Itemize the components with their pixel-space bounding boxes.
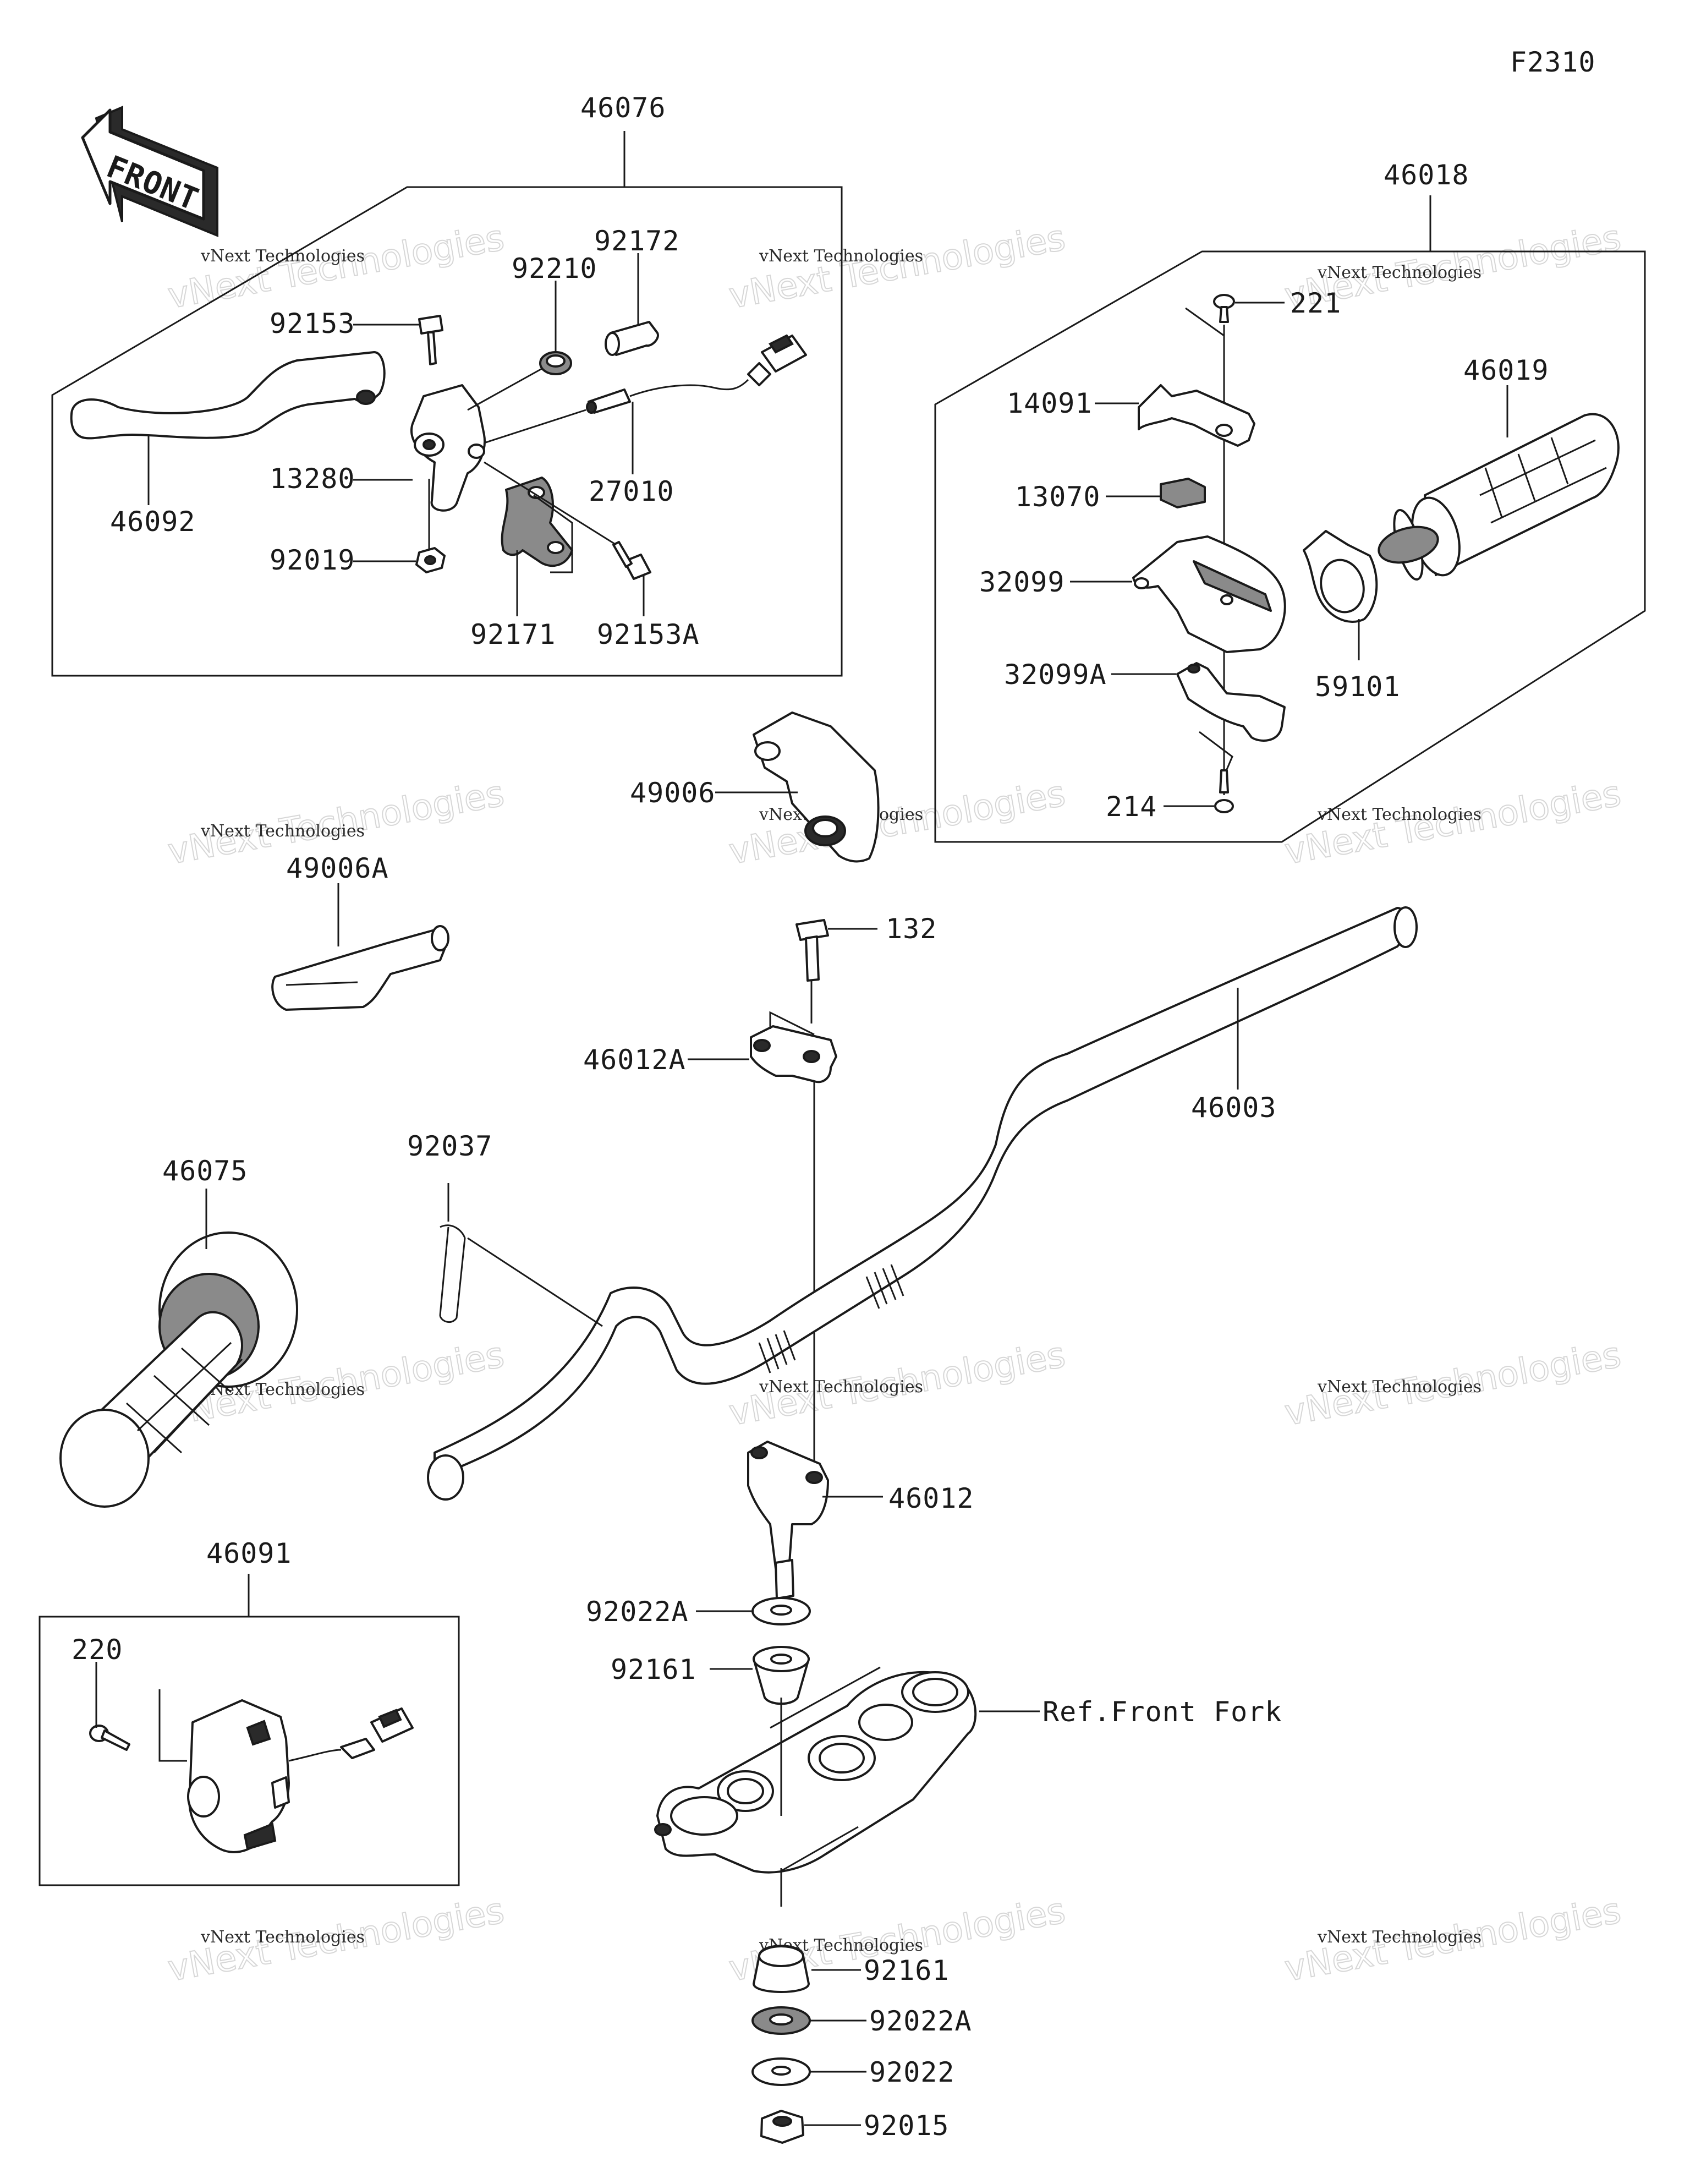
- part-49006A: [271, 925, 449, 1011]
- part-housing-32099A: [1176, 662, 1286, 742]
- part-bolt-132: [795, 919, 829, 982]
- label-32099: 32099: [979, 566, 1065, 598]
- label-92210: 92210: [512, 253, 597, 284]
- part-upper-triple-clamp: [654, 1671, 977, 1874]
- label-13280: 13280: [270, 463, 355, 495]
- part-clamp-92171: [501, 477, 573, 567]
- grip-pattern: [1479, 437, 1607, 524]
- label-49006: 49006: [630, 777, 716, 809]
- label-46076: 46076: [580, 92, 666, 124]
- label-92019: 92019: [270, 544, 355, 576]
- figure-code: F2310: [1510, 46, 1596, 78]
- svg-text:vNext Technologies: vNext Technologies: [759, 1377, 923, 1397]
- label-132: 132: [886, 913, 937, 945]
- part-screw-221: [1213, 294, 1235, 323]
- part-damper-92161: [753, 1646, 810, 1705]
- part-lower-clamp-46012: [747, 1441, 829, 1600]
- part-bolt-92153A: [612, 541, 651, 580]
- label-92153: 92153: [270, 308, 355, 340]
- label-92015: 92015: [864, 2110, 950, 2142]
- part-13070: [1160, 478, 1206, 508]
- part-washer-92022A: [751, 1597, 811, 1625]
- watermark: vNext Technologies vNext Technologies: [164, 1890, 508, 1990]
- part-grip-46019: [1378, 413, 1620, 581]
- watermark: vNext Technologies vNext Technologies: [726, 773, 1069, 873]
- label-49006A: 49006A: [286, 852, 389, 884]
- label-ref-front-fork: Ref.Front Fork: [1042, 1696, 1282, 1728]
- svg-text:vNext Technologies: vNext Technologies: [200, 822, 365, 841]
- part-bolt-92153: [418, 315, 443, 365]
- label-46075: 46075: [162, 1155, 248, 1187]
- label-32099A: 32099A: [1004, 659, 1107, 691]
- watermark: vNext Technologies vNext Technologies: [726, 217, 1069, 317]
- label-92022: 92022: [869, 2056, 955, 2088]
- part-collar-59101: [1303, 530, 1378, 623]
- part-switch-27010: [586, 334, 807, 414]
- part-cover-14091: [1138, 384, 1255, 447]
- label-46092: 46092: [110, 506, 196, 538]
- part-switch-46091: [187, 1699, 414, 1853]
- part-washer-92022A: [751, 2006, 811, 2035]
- label-92161-bottom: 92161: [864, 1955, 950, 1986]
- watermark: vNext Technologies vNext Technologies: [1281, 1890, 1625, 1990]
- label-221: 221: [1290, 287, 1341, 319]
- group-46091: 46091: [39, 1537, 460, 1886]
- part-nut-92015: [760, 2110, 804, 2144]
- part-grip-46075: [59, 1231, 298, 1508]
- part-screw-214: [1214, 769, 1234, 813]
- part-upper-clamp-46012A: [750, 1025, 837, 1083]
- svg-text:vNext Technologies: vNext Technologies: [1317, 1928, 1482, 1947]
- label-92171: 92171: [470, 618, 556, 650]
- part-screw-220: [89, 1725, 130, 1751]
- label-46012A: 46012A: [583, 1044, 686, 1076]
- label-92022A-top: 92022A: [586, 1596, 689, 1628]
- group-frame: [51, 186, 843, 677]
- svg-text:vNext Technologies: vNext Technologies: [726, 217, 1068, 316]
- label-46012: 46012: [888, 1482, 974, 1514]
- label-46091: 46091: [206, 1537, 292, 1569]
- watermark: vNext Technologies vNext Technologies: [1281, 773, 1625, 873]
- watermark: vNext Technologies vNext Technologies: [1281, 1334, 1625, 1434]
- label-46019: 46019: [1463, 354, 1549, 386]
- svg-text:vNext Technologies: vNext Technologies: [200, 1928, 365, 1947]
- part-pin-92037: [439, 1224, 466, 1323]
- grip-pattern: [125, 1342, 243, 1454]
- label-92161-top: 92161: [611, 1654, 696, 1685]
- svg-text:vNext Technologies: vNext Technologies: [1317, 1377, 1482, 1397]
- part-housing-32099: [1132, 535, 1286, 653]
- group-frame: [934, 250, 1646, 843]
- label-46018: 46018: [1384, 159, 1469, 191]
- label-92022A-bottom: 92022A: [869, 2005, 972, 2037]
- label-59101: 59101: [1315, 671, 1401, 703]
- svg-text:vNext Technologies: vNext Technologies: [1317, 805, 1482, 824]
- part-washer-92022: [751, 2057, 811, 2086]
- label-220: 220: [72, 1634, 123, 1666]
- part-damper-92161: [753, 1945, 810, 1993]
- label-92172: 92172: [594, 225, 680, 257]
- front-direction-arrow: FRONT: [81, 105, 218, 237]
- part-clutch-lever: [70, 351, 386, 440]
- group-46018: 46018: [934, 159, 1646, 843]
- label-92153A: 92153A: [597, 618, 700, 650]
- label-27010: 27010: [589, 475, 674, 507]
- svg-text:vNext Technologies: vNext Technologies: [200, 247, 365, 266]
- label-92037: 92037: [407, 1130, 493, 1162]
- part-nut-92019: [415, 547, 446, 573]
- part-handlebar-46003: [427, 906, 1418, 1501]
- part-adjuster-92210: [539, 351, 572, 375]
- label-14091: 14091: [1007, 387, 1093, 419]
- front-arrow-icon: [81, 108, 205, 221]
- knurl-band: [758, 1264, 904, 1373]
- label-13070: 13070: [1015, 481, 1101, 513]
- part-throttle-housing-49006: [753, 711, 880, 863]
- svg-text:vNext Technologies: vNext Technologies: [1317, 263, 1482, 282]
- label-214: 214: [1106, 791, 1157, 823]
- label-46003: 46003: [1191, 1092, 1277, 1124]
- part-screw-92172: [605, 321, 659, 356]
- group-46076: 46076: [51, 92, 843, 677]
- part-clutch-holder: [410, 384, 486, 512]
